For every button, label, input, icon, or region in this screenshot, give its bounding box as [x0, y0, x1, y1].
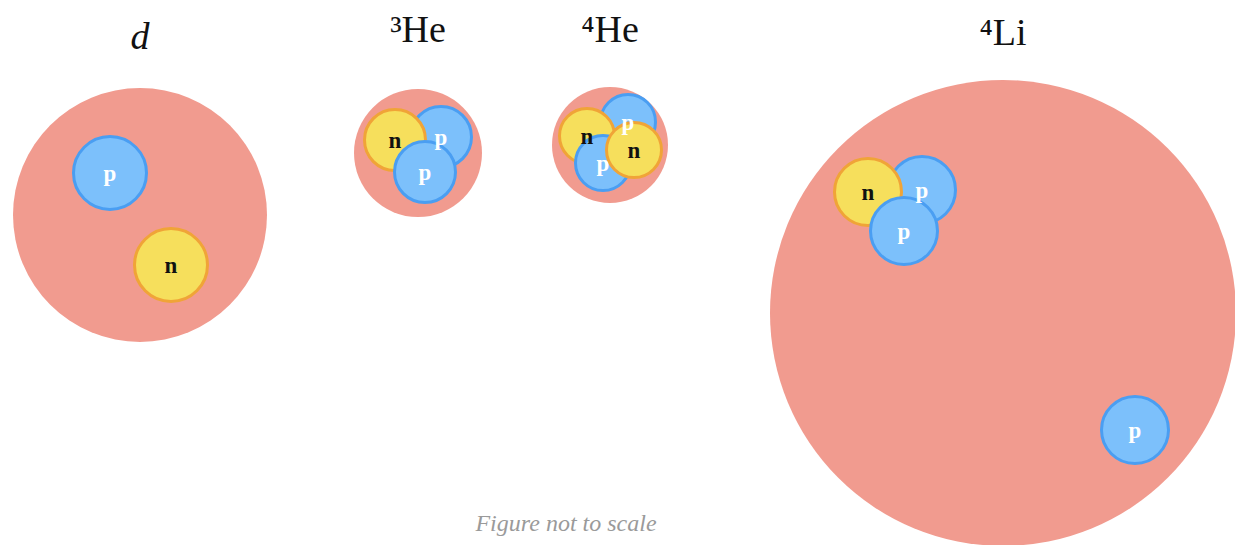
nucleus-circle: dpn: [13, 88, 267, 342]
proton-circle: p: [869, 196, 939, 266]
particle-label: p: [1129, 419, 1142, 442]
particle-label: n: [628, 139, 641, 162]
particle-label: p: [435, 126, 448, 149]
particle-label: p: [419, 161, 432, 184]
nucleus-circle: ⁴Lipnpp: [770, 80, 1235, 545]
nucleus-label: d: [131, 16, 150, 58]
nucleus-label: ⁴Li: [979, 12, 1026, 54]
neutron-circle: n: [133, 227, 209, 303]
particle-label: n: [165, 254, 178, 277]
nucleus-circle: ⁴Hepnpn: [552, 87, 668, 203]
figure-caption: Figure not to scale: [475, 510, 656, 537]
particle-label: n: [581, 125, 594, 148]
particle-label: p: [104, 162, 117, 185]
proton-circle: p: [393, 140, 457, 204]
proton-circle: p: [1100, 395, 1170, 465]
particle-label: p: [916, 179, 929, 202]
particle-label: p: [622, 111, 635, 134]
particle-label: p: [597, 152, 610, 175]
nucleus-label: ⁴He: [581, 9, 639, 51]
particle-label: n: [389, 129, 402, 152]
particle-label: n: [862, 181, 875, 204]
proton-circle: p: [72, 135, 148, 211]
nucleus-label: ³He: [390, 9, 446, 51]
nucleus-circle: ³Hepnp: [354, 89, 482, 217]
particle-label: p: [898, 220, 911, 243]
